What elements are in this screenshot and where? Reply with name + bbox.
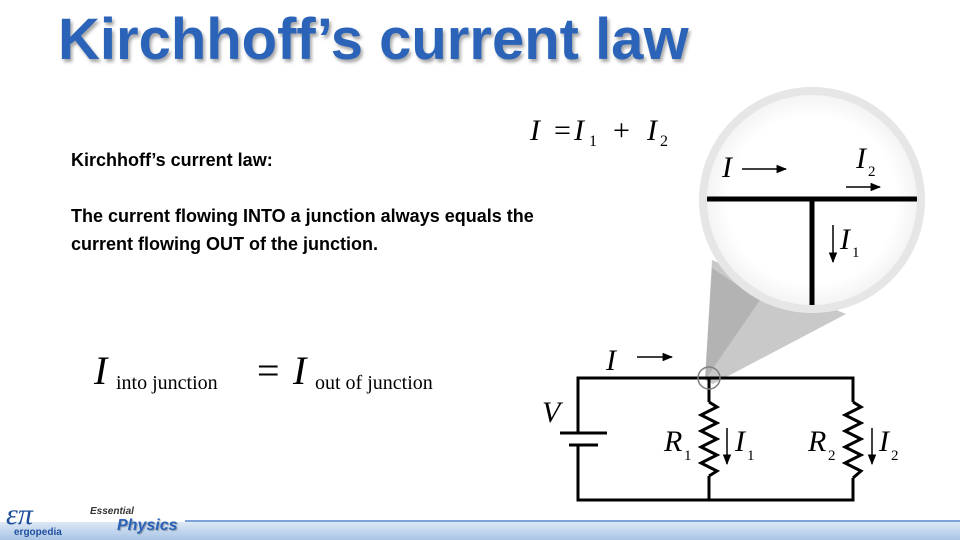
circuit-label-I: I [605, 344, 618, 377]
eq-I2: I [646, 114, 659, 147]
resistor-R2 [841, 400, 865, 480]
circuit-label-I2-sub: 2 [891, 448, 899, 464]
zoom-label-I2: I [855, 142, 868, 175]
top-equation: I = I 1 + I 2 [529, 114, 668, 150]
law-heading: Kirchhoff’s current law: [71, 150, 273, 170]
footer-accent-line [185, 520, 960, 523]
resistor-R1 [697, 400, 721, 478]
eq-sub2: 2 [660, 133, 668, 150]
footer-bar [0, 522, 960, 540]
main-equation: I into junction = I out of junction [93, 348, 433, 394]
main-lhs-sub: into junction [116, 372, 218, 394]
zoom-label-I1: I [839, 223, 852, 256]
series-label-top: Essential [90, 506, 134, 517]
eq-plus: + [613, 114, 630, 147]
circuit-label-R1: R [663, 425, 682, 458]
zoom-lens: I I 2 I 1 [699, 87, 925, 313]
eq-I1: I [573, 114, 586, 147]
junction-marker [697, 366, 721, 390]
circuit-bottom-wire [576, 445, 855, 502]
main-lhs-I: I [93, 348, 109, 393]
circuit-label-I2: I [878, 425, 891, 458]
main-equals: = [257, 348, 280, 393]
zoom-label-I1-sub: 1 [852, 245, 860, 261]
ergopedia-logo-text: ergopedia [14, 527, 62, 538]
circuit [560, 376, 865, 502]
zoom-label-I2-sub: 2 [868, 164, 876, 180]
circuit-label-I1: I [734, 425, 747, 458]
eq-sub1: 1 [589, 133, 597, 150]
circuit-label-R2-sub: 2 [828, 448, 836, 464]
eq-I: I [529, 114, 542, 147]
slide-title: Kirchhoff’s current law [58, 7, 689, 72]
circuit-label-V: V [542, 396, 564, 429]
circuit-label-I1-sub: 1 [747, 448, 755, 464]
body-text: Kirchhoff’s current law: The current flo… [71, 146, 541, 258]
zoom-label-I: I [721, 151, 734, 184]
circuit-top-wire [576, 376, 855, 428]
eq-equals: = [554, 114, 571, 147]
ergopedia-logo-icon: επ [6, 498, 33, 531]
circuit-label-R2: R [807, 425, 826, 458]
main-rhs-I: I [292, 348, 308, 393]
zoom-cone-shade [705, 268, 760, 380]
series-label-name: Physics [117, 517, 178, 534]
main-rhs-sub: out of junction [315, 372, 433, 394]
circuit-label-R1-sub: 1 [684, 448, 692, 464]
law-statement: The current flowing INTO a junction alwa… [71, 206, 534, 254]
